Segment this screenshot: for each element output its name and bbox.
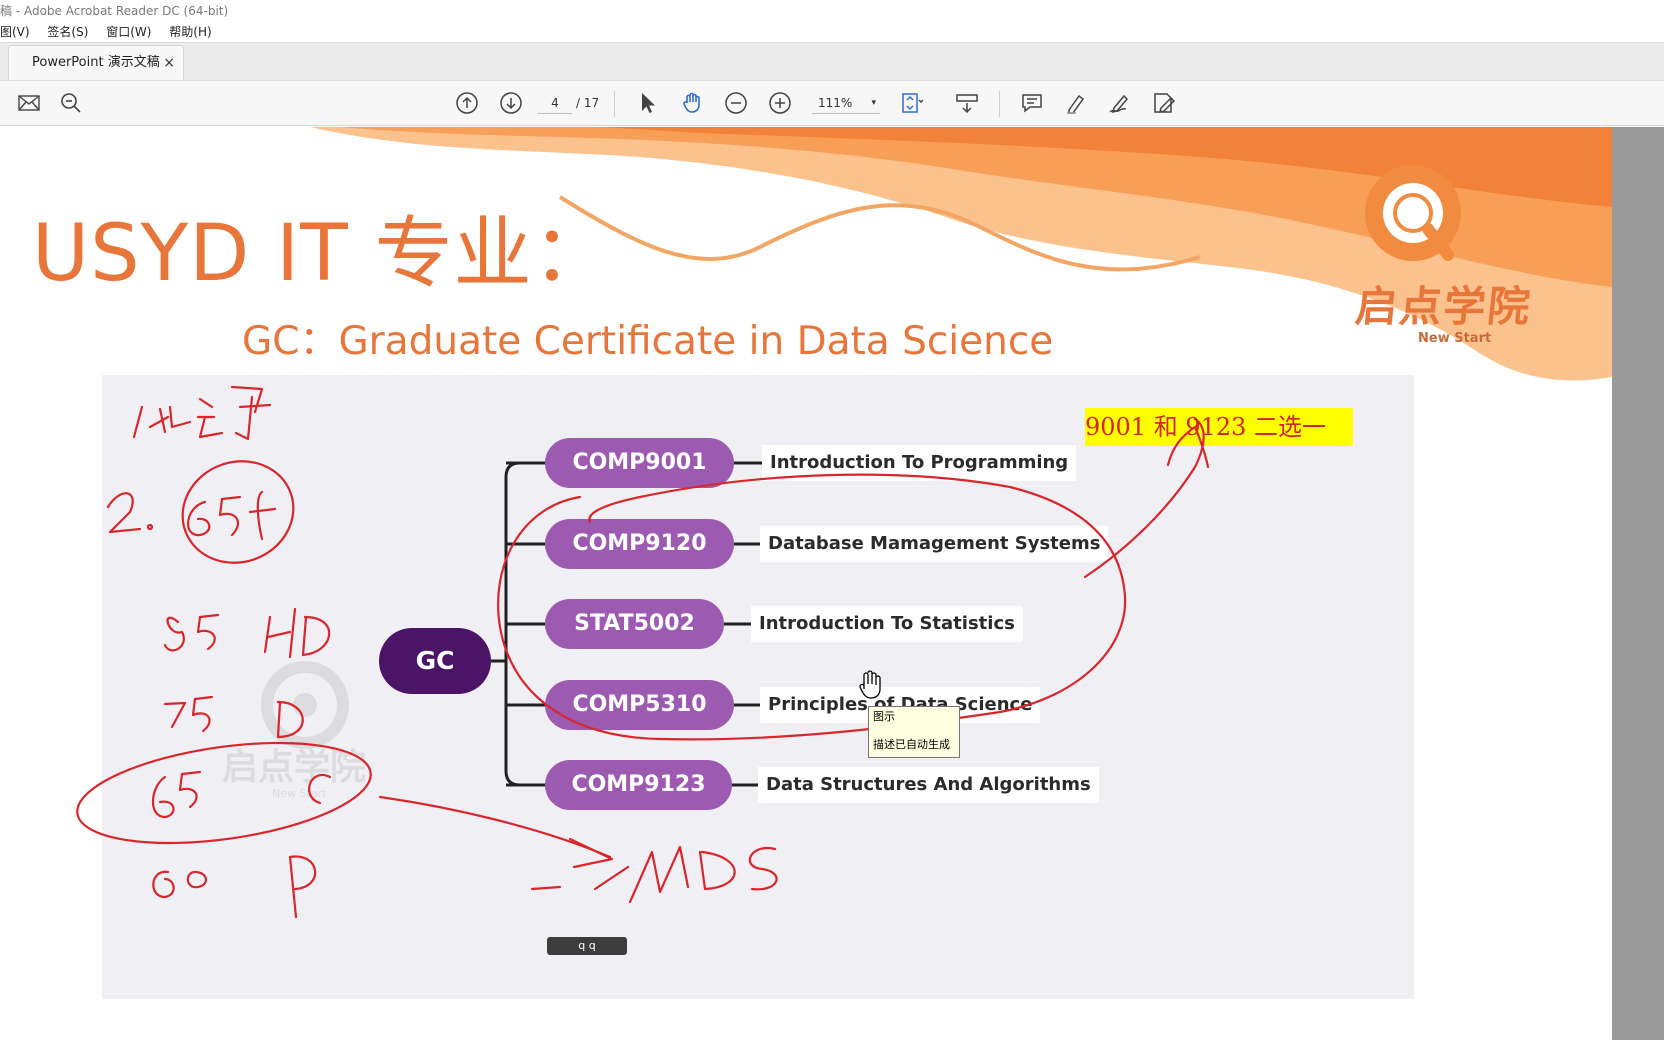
logo-text: 启点学院 [1353, 282, 1535, 331]
email-icon[interactable] [15, 89, 43, 117]
diagram-panel [102, 375, 1414, 999]
toolbar-divider [614, 91, 615, 117]
course-description: Introduction To Statistics [751, 606, 1023, 642]
course-node: COMP9001 [545, 438, 734, 488]
fit-page-icon[interactable] [898, 89, 926, 117]
tab-bar: PowerPoint 演示文稿 × [0, 42, 1664, 81]
menu-sign[interactable]: 签名(S) [47, 25, 89, 39]
document-viewport[interactable]: 启点学院 New Start USYD IT 专业： GC：Graduate C… [0, 127, 1664, 1040]
annotation-note: 9001 和 9123 二选一 [1085, 408, 1353, 446]
window-title: 稿 - Adobe Acrobat Reader DC (64-bit) [0, 0, 1664, 22]
close-icon[interactable]: × [163, 55, 175, 71]
course-node: COMP5310 [545, 680, 734, 730]
menu-help[interactable]: 帮助(H) [169, 25, 212, 39]
zoom-value: 111% [818, 96, 853, 110]
sign-pen-icon[interactable] [1106, 89, 1134, 117]
course-description: Data Structures And Algorithms [758, 767, 1099, 803]
highlight-pen-icon[interactable] [1062, 89, 1090, 117]
previous-page-icon[interactable] [453, 89, 481, 117]
page-total: / 17 [576, 96, 600, 110]
course-node: STAT5002 [545, 599, 724, 649]
select-cursor-icon[interactable] [634, 89, 662, 117]
scrollbar-track[interactable] [1612, 127, 1664, 1040]
course-node: COMP9123 [545, 760, 732, 810]
slide-title: USYD IT 专业： [32, 209, 612, 299]
toolbar-divider [999, 91, 1000, 117]
tab-label: PowerPoint 演示文稿 [32, 55, 160, 70]
qq-tag: q q [547, 937, 627, 955]
zoom-search-icon[interactable] [57, 89, 85, 117]
course-description: Introduction To Programming [762, 445, 1077, 481]
page-number-input[interactable]: 4 [538, 92, 572, 114]
next-page-icon[interactable] [497, 89, 525, 117]
tooltip-line: 描述已自动生成 [873, 738, 950, 751]
diagram-root-node: GC [379, 628, 491, 694]
tooltip-line: 图示 [873, 710, 895, 723]
tab-document[interactable]: PowerPoint 演示文稿 × [8, 45, 184, 81]
chevron-down-icon: ▾ [871, 98, 876, 108]
fill-sign-icon[interactable] [1150, 89, 1178, 117]
slide-subtitle: GC：Graduate Certificate in Data Science [242, 319, 1054, 364]
menu-window[interactable]: 窗口(W) [106, 25, 152, 39]
toolbar: 4 / 17 111% ▾ [0, 80, 1664, 126]
slide-page: 启点学院 New Start USYD IT 专业： GC：Graduate C… [0, 127, 1612, 1040]
menu-bar: 图(V) 签名(S) 窗口(W) 帮助(H) [0, 22, 1664, 42]
scroll-mode-icon[interactable] [953, 89, 981, 117]
course-description: Database Mamagement Systems [760, 526, 1109, 562]
zoom-out-icon[interactable] [722, 89, 750, 117]
hand-tool-icon[interactable] [678, 89, 706, 117]
zoom-select[interactable]: 111% ▾ [812, 92, 880, 114]
comment-icon[interactable] [1018, 89, 1046, 117]
logo-subtext: New Start [1418, 331, 1492, 346]
zoom-in-icon[interactable] [766, 89, 794, 117]
menu-view[interactable]: 图(V) [0, 25, 30, 39]
course-node: COMP9120 [545, 519, 734, 569]
tooltip: 图示 描述已自动生成 [868, 706, 960, 758]
